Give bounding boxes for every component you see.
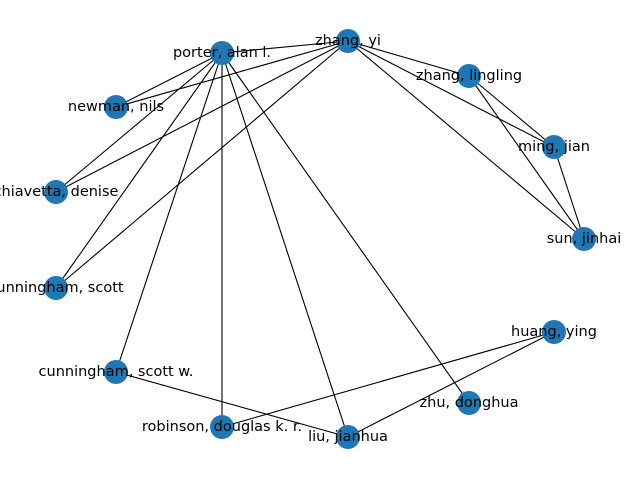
edge-ming_jian-sun_jinhai [553, 146, 585, 240]
node-liu_jianhua [336, 425, 360, 449]
node-cunningham_scott [44, 276, 68, 300]
edges-layer [55, 40, 585, 438]
node-label-liu_jianhua: liu, jianhua [308, 429, 388, 445]
node-label-huang_ying: huang, ying [511, 324, 597, 340]
edge-porter_alan-chiavetta_denise [55, 52, 223, 193]
node-zhu_donghua [457, 391, 481, 415]
node-label-cunningham_scott_w: cunningham, scott w. [39, 364, 194, 380]
node-label-zhang_lingling: zhang, lingling [416, 68, 522, 84]
edge-zhang_yi-zhang_lingling [347, 40, 470, 77]
edge-zhang_lingling-sun_jinhai [468, 75, 585, 240]
node-label-newman_nils: newman, nils [68, 99, 164, 115]
edge-zhang_yi-cunningham_scott [55, 40, 349, 289]
node-label-zhu_donghua: zhu, donghua [420, 395, 519, 411]
node-chiavetta_denise [44, 180, 68, 204]
node-robinson_douglas [210, 415, 234, 439]
node-label-chiavetta_denise: chiavetta, denise [0, 184, 119, 200]
node-huang_ying [542, 320, 566, 344]
edge-zhang_yi-newman_nils [115, 40, 349, 108]
edge-huang_ying-liu_jianhua [347, 331, 555, 438]
edge-zhang_yi-chiavetta_denise [55, 40, 349, 193]
edge-huang_ying-robinson_douglas [221, 331, 555, 428]
edge-porter_alan-zhu_donghua [221, 52, 470, 404]
node-ming_jian [542, 135, 566, 159]
node-sun_jinhai [572, 227, 596, 251]
node-label-zhang_yi: zhang, yi [315, 33, 381, 49]
edge-porter_alan-cunningham_scott_w [115, 52, 223, 373]
node-label-porter_alan: porter, alan l. [173, 45, 271, 61]
edge-zhang_yi-ming_jian [347, 40, 555, 148]
node-porter_alan [210, 41, 234, 65]
labels-layer: zhang, yi porter, alan l. zhang, lingling n… [0, 33, 621, 445]
edge-zhang_yi-sun_jinhai [347, 40, 585, 240]
node-cunningham_scott_w [104, 360, 128, 384]
edge-porter_alan-cunningham_scott [55, 52, 223, 289]
edge-cunningham_scott_w-liu_jianhua [115, 371, 349, 438]
node-label-sun_jinhai: sun, jinhai [547, 231, 622, 247]
node-zhang_lingling [457, 64, 481, 88]
node-label-robinson_douglas: robinson, douglas k. r. [142, 419, 302, 435]
edge-zhang_lingling-ming_jian [468, 75, 555, 148]
edge-porter_alan-liu_jianhua [221, 52, 349, 438]
node-label-cunningham_scott: cunningham, scott [0, 280, 124, 296]
node-label-ming_jian: ming, jian [518, 139, 590, 155]
node-zhang_yi [336, 29, 360, 53]
node-newman_nils [104, 95, 128, 119]
edge-porter_alan-newman_nils [115, 52, 223, 108]
nodes-layer [44, 29, 596, 449]
edge-porter_alan-zhang_yi [221, 40, 349, 54]
